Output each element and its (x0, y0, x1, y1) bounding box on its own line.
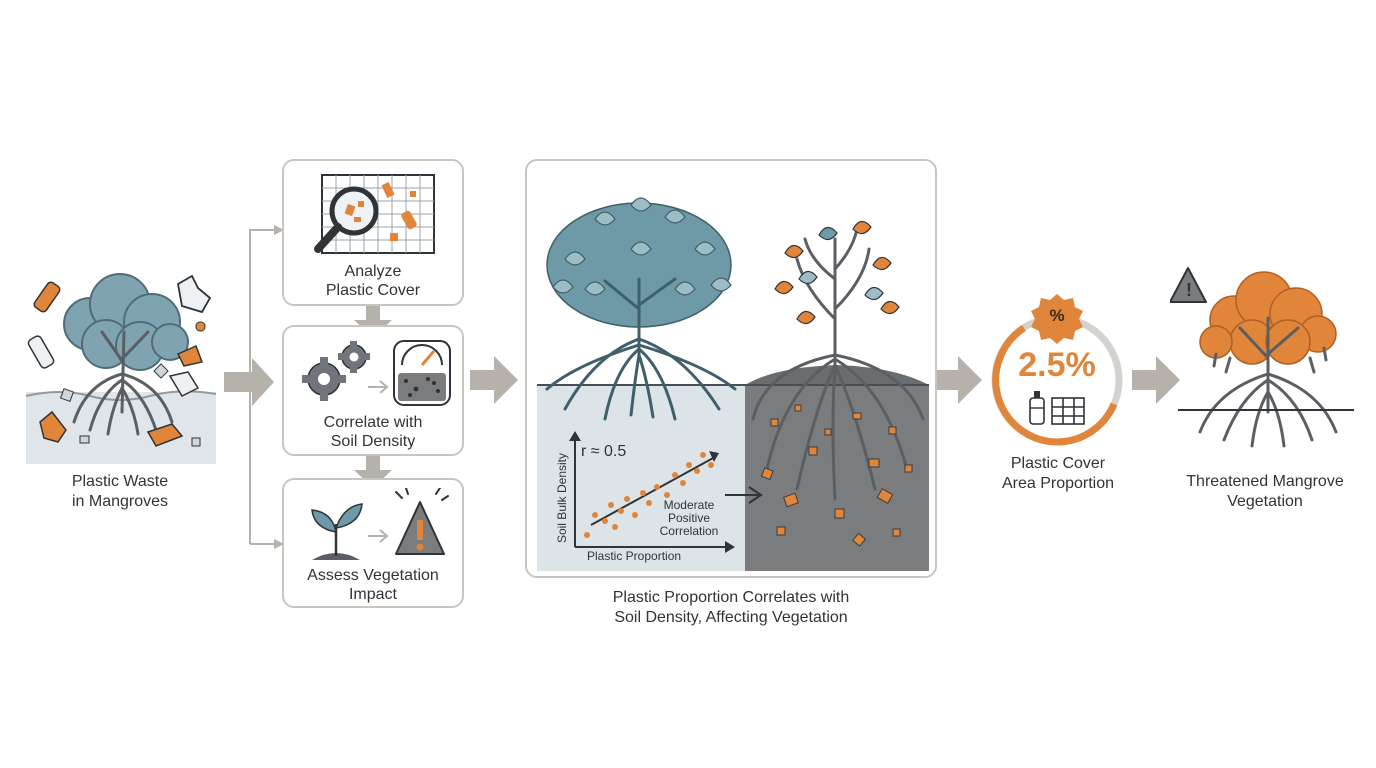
seedling-warning-icon (302, 488, 452, 564)
correlation-note: Moderate Positive Correlation (649, 499, 729, 538)
threatened-vegetation: ! (1170, 262, 1360, 472)
step-assess-vegetation-impact: Assess Vegetation Impact (282, 478, 464, 608)
plastic-cover-metric: % 2.5% (984, 290, 1130, 450)
arrow-right-icon (470, 356, 518, 404)
step-analyze-plastic-cover: Analyze Plastic Cover (282, 159, 464, 306)
correlation-coefficient: r ≈ 0.5 (581, 443, 626, 461)
warning-symbol: ! (1181, 280, 1197, 301)
x-axis-label: Plastic Proportion (587, 549, 681, 563)
mangrove-comparison-illustration (535, 169, 931, 571)
grid-icon (1052, 398, 1084, 424)
threatened-vegetation-label: Threatened Mangrove Vegetation (1165, 472, 1365, 512)
magnifier-grid-icon (310, 171, 440, 267)
metric-label: Plastic Cover Area Proportion (978, 454, 1138, 494)
correlation-panel-caption: Plastic Proportion Correlates with Soil … (525, 588, 937, 628)
correlation-panel: r ≈ 0.5 Soil Bulk Density Plastic Propor… (525, 159, 937, 578)
metric-value: 2.5% (984, 346, 1130, 385)
arrow-right-icon (934, 356, 982, 404)
gears-gauge-icon (298, 335, 454, 411)
y-axis-label: Soil Bulk Density (555, 433, 569, 563)
step-correlate-soil-density: Correlate with Soil Density (282, 325, 464, 456)
threatened-mangrove-illustration (1170, 262, 1360, 472)
percent-symbol: % (1042, 306, 1072, 326)
